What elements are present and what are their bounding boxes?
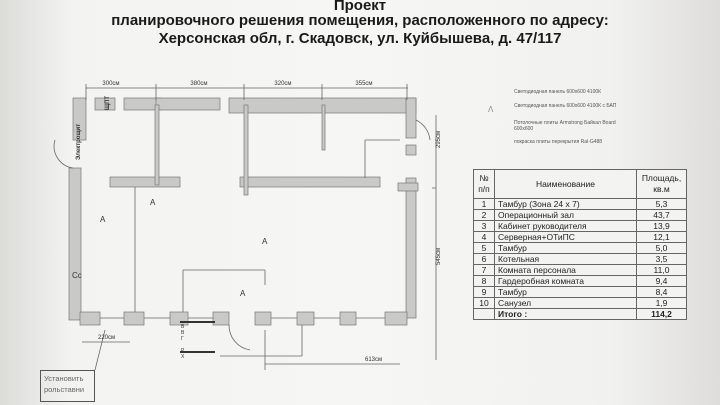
row-area: 9,4 [636,275,687,287]
wall [79,311,101,326]
dim-top-2: 380см [190,81,207,87]
header-area: Площадь, кв.м [636,169,687,199]
wall [154,104,160,186]
header-num: № п/п [473,169,495,199]
note-box: Установить рольставни [40,370,95,402]
marker-a: А [262,237,268,246]
row-num: 4 [473,231,495,243]
row-num: 6 [473,253,495,265]
row-num: 3 [473,220,495,232]
title-line-2: Херсонская обл, г. Скадовск, ул. Куйбыше… [158,30,562,47]
wall [239,176,381,188]
row-name: Котельная [494,253,637,265]
row-name: Кабинет руководителя [494,220,637,232]
header-name: Наименование [494,169,637,199]
title-line-0: Проект [333,0,387,14]
row-area: 8,4 [636,286,687,298]
row-name: Тамбур (Зона 24 х 7) [494,198,637,210]
stair-letter: Г [181,336,184,342]
row-num: 1 [473,198,495,210]
wall [254,311,272,326]
legend-item: покраска плиты перекрытия Ral-G488 [514,139,603,145]
wall [243,104,249,196]
row-area: 1,9 [636,297,687,309]
dim-bottom-left: 220см [98,335,115,341]
legend-symbol: Λ [488,105,494,114]
marker-a: А [100,215,106,224]
wall [405,97,417,139]
row-name: Серверная+ОТиПС [494,231,637,243]
row-num: 10 [473,297,495,309]
row-area: 5,3 [636,198,687,210]
table-header-row: № п/п Наименование Площадь, кв.м [473,169,687,199]
wall [72,97,87,141]
marker-a: А [240,289,246,298]
wall [339,311,357,326]
legend-item: Светодиодная панель 600х600 4100К с БАП [514,103,617,109]
legend-item: Потолочные плиты Armstrong Байкал Board … [514,120,616,132]
wall [94,97,116,111]
row-area: 43,7 [636,209,687,221]
dim-top-3: 320см [274,81,291,87]
dim-top-1: 300см [102,81,119,87]
row-num: 9 [473,286,495,298]
dim-right-top: 295см [436,131,442,148]
label-shpt: ЩПТ [105,96,111,110]
wall [321,104,326,151]
wall [384,311,408,326]
dim-right-bottom: 545см [436,248,442,265]
row-name: Санузел [494,297,637,309]
wall [155,97,221,111]
wall [169,311,189,326]
row-num: 7 [473,264,495,276]
label-ss: Сс [72,271,82,280]
total-label: Итого : [494,308,637,320]
row-name: Тамбур [494,242,637,254]
row-area: 5,0 [636,242,687,254]
row-name: Операционный зал [494,209,637,221]
wall [212,311,230,326]
table-total-row: Итого : 114,2 [473,308,687,320]
row-area: 3,5 [636,253,687,265]
wall [405,177,417,319]
wall [109,176,181,188]
row-name: Гардеробная комната [494,275,637,287]
row-num: 8 [473,275,495,287]
stair-letter: В [181,324,185,330]
row-area: 13,9 [636,220,687,232]
wall [123,311,145,326]
marker-a: А [150,198,156,207]
row-area: 11,0 [636,264,687,276]
total-value: 114,2 [636,308,687,320]
row-name: Комната персонала [494,264,637,276]
wall [68,167,82,321]
stair-letter: Х [181,354,185,360]
row-num: 5 [473,242,495,254]
wall [397,182,419,192]
stair-letter: В [181,330,185,336]
dim-bottom-right: 613см [365,357,382,363]
wall [296,311,315,326]
row-num: 2 [473,209,495,221]
wall [405,144,417,156]
legend-item: Светодиодная панель 600х600 4100К [514,89,602,95]
label-elec: Электрощит [76,124,82,160]
row-name: Тамбур [494,286,637,298]
title-line-1: планировочного решения помещения, распол… [111,12,609,29]
dim-top-4: 355см [355,81,372,87]
stair-letter: Р [181,348,185,354]
row-area: 12,1 [636,231,687,243]
